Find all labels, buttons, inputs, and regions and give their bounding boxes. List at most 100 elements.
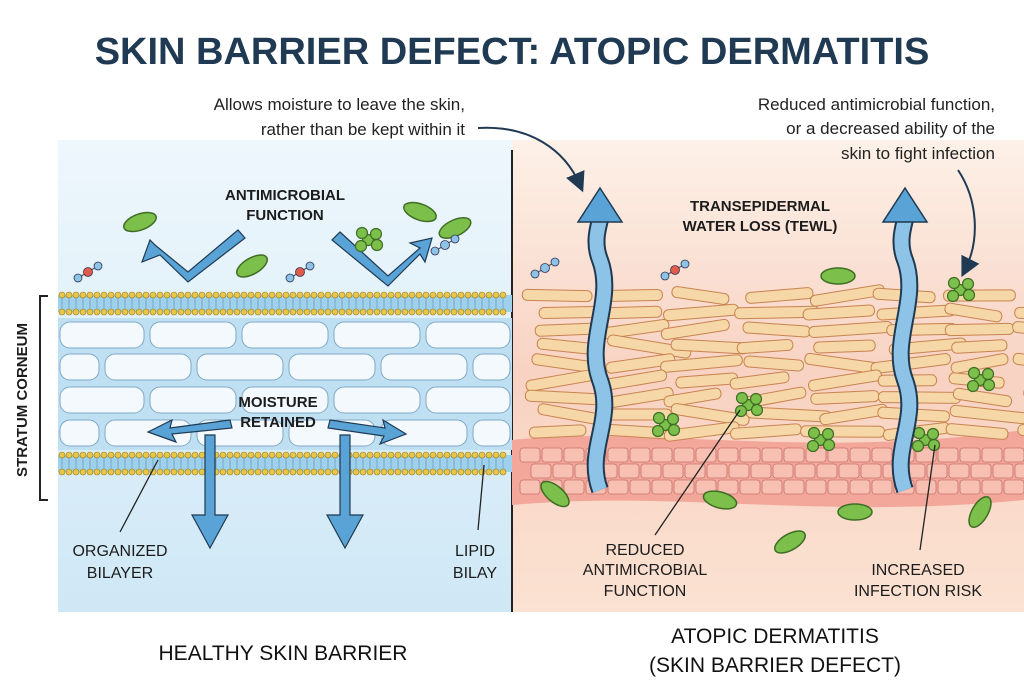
corneocyte xyxy=(333,321,421,349)
lipid-head xyxy=(485,308,493,316)
lipid-head xyxy=(184,468,192,476)
disorganized-corneocyte xyxy=(671,286,730,305)
lipid-head xyxy=(331,308,339,316)
corneocyte xyxy=(196,353,284,381)
epidermal-cell xyxy=(783,447,805,463)
lipid-head xyxy=(471,308,479,316)
moisture-retained-label: RETAINED xyxy=(240,414,316,431)
lipid-head xyxy=(86,451,94,459)
lipid-head xyxy=(226,451,234,459)
disorganized-corneocyte xyxy=(521,288,593,303)
lipid-head xyxy=(352,468,360,476)
healthy-arrows xyxy=(140,229,433,550)
lipid-head xyxy=(492,451,500,459)
lipid-head xyxy=(499,451,507,459)
epidermal-cell xyxy=(827,447,849,463)
coccus-icon xyxy=(651,424,665,438)
lipid-head xyxy=(72,291,80,299)
lipid-head xyxy=(177,468,185,476)
lipid-head xyxy=(282,308,290,316)
lipid-head xyxy=(198,308,206,316)
coccus-icon xyxy=(946,289,960,303)
lipid-head xyxy=(219,308,227,316)
lipid-head xyxy=(457,468,465,476)
lipid-head xyxy=(247,308,255,316)
lipid-head xyxy=(219,451,227,459)
lipid-head xyxy=(387,468,395,476)
epidermal-cell xyxy=(761,447,783,463)
lipid-head xyxy=(380,451,388,459)
lipid-head xyxy=(422,308,430,316)
lipid-head xyxy=(121,451,129,459)
lipid-head xyxy=(408,451,416,459)
disorganized-corneocyte xyxy=(1012,352,1024,375)
lipid-head xyxy=(219,468,227,476)
lipid-head xyxy=(72,451,80,459)
lipid-head xyxy=(464,451,472,459)
molecule-icon xyxy=(83,267,93,277)
coccus-icon xyxy=(947,276,961,290)
epidermal-cell xyxy=(959,447,981,463)
epidermal-cell xyxy=(673,447,695,463)
lipid-head xyxy=(205,291,213,299)
lipid-head xyxy=(100,308,108,316)
lipid-head xyxy=(331,451,339,459)
molecule-icon xyxy=(285,273,295,283)
epidermal-cell xyxy=(662,463,684,479)
lipid-head xyxy=(478,308,486,316)
lipid-head xyxy=(163,451,171,459)
lipid-head xyxy=(226,291,234,299)
moisture-note-line1: Allows moisture to leave the skin, xyxy=(214,95,465,114)
lipid-head xyxy=(198,291,206,299)
epidermal-cell xyxy=(816,463,838,479)
lipid-head xyxy=(478,291,486,299)
lipid-head xyxy=(317,468,325,476)
lipid-bilayer xyxy=(58,455,512,472)
lipid-bilayer-label: LIPID xyxy=(455,543,495,560)
epidermal-cell xyxy=(530,463,552,479)
disorganized-corneocyte xyxy=(950,353,1009,374)
lipid-head xyxy=(177,308,185,316)
lipid-head xyxy=(422,291,430,299)
epidermal-cell xyxy=(640,463,662,479)
corneocyte xyxy=(59,353,100,381)
disorganized-corneocyte xyxy=(870,353,952,374)
lipid-head xyxy=(275,308,283,316)
arrowhead-icon xyxy=(576,186,624,223)
lipid-head xyxy=(338,291,346,299)
lipid-head xyxy=(247,451,255,459)
lipid-head xyxy=(240,468,248,476)
lipid-head xyxy=(58,291,66,299)
healthy-stratum-corneum xyxy=(58,291,512,476)
moisture-retained-label: MOISTURE xyxy=(238,394,317,411)
lipid-head xyxy=(415,451,423,459)
lipid-head xyxy=(170,291,178,299)
lipid-head xyxy=(79,308,87,316)
lipid-head xyxy=(58,451,66,459)
lipid-head xyxy=(261,291,269,299)
epidermal-cell xyxy=(519,479,541,495)
disorganized-corneocyte xyxy=(877,391,962,404)
lipid-head xyxy=(485,468,493,476)
lipid-head xyxy=(296,451,304,459)
epidermal-cell xyxy=(607,447,629,463)
lipid-head xyxy=(492,468,500,476)
healthy-caption: HEALTHY SKIN BARRIER xyxy=(159,642,408,665)
epidermal-cell xyxy=(772,463,794,479)
molecule-icon xyxy=(450,234,460,244)
epidermal-cell xyxy=(651,447,673,463)
lipid-head xyxy=(429,451,437,459)
lipid-head xyxy=(121,468,129,476)
infection-risk-label: INCREASED xyxy=(871,562,964,579)
lipid-head xyxy=(359,451,367,459)
lipid-head xyxy=(128,468,136,476)
lipid-head xyxy=(499,291,507,299)
disorganized-corneocyte xyxy=(807,369,883,392)
organized-bilayer-label: ORGANIZED xyxy=(72,543,167,560)
lipid-head xyxy=(261,468,269,476)
lipid-bilayer xyxy=(58,295,512,312)
lipid-head xyxy=(240,308,248,316)
corneocyte xyxy=(380,353,468,381)
lipid-head xyxy=(93,451,101,459)
